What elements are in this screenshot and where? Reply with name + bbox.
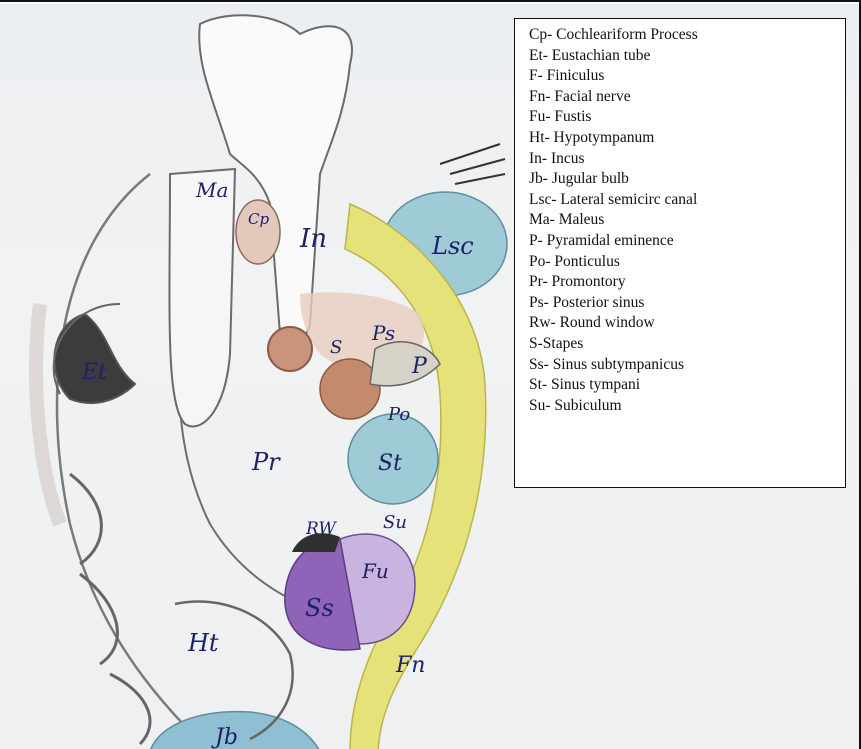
- label-po: Po: [387, 404, 410, 425]
- label-cp: Cp: [248, 210, 269, 228]
- legend-item: Po- Ponticulus: [529, 252, 845, 273]
- malleus-handle: [169, 169, 235, 426]
- label-et: Et: [81, 360, 107, 385]
- legend-item: Rw- Round window: [529, 313, 845, 334]
- legend-item: F- Finiculus: [529, 66, 845, 87]
- label-jb: Jb: [211, 725, 238, 749]
- legend-item: In- Incus: [529, 149, 845, 170]
- stapes: [268, 327, 312, 371]
- legend-item: Jb- Jugular bulb: [529, 169, 845, 190]
- label-fn: Fn: [395, 653, 425, 678]
- legend-item: Lsc- Lateral semicirc canal: [529, 190, 845, 211]
- label-rw: RW: [305, 519, 337, 539]
- legend-item: Fn- Facial nerve: [529, 87, 845, 108]
- label-in: In: [299, 224, 327, 254]
- legend-item: S-Stapes: [529, 334, 845, 355]
- legend-item: Cp- Cochleariform Process: [529, 25, 845, 46]
- hypotympanum-ridges: [70, 474, 150, 744]
- legend-item: St- Sinus tympani: [529, 375, 845, 396]
- label-st: St: [378, 451, 402, 476]
- label-ps: Ps: [371, 321, 395, 345]
- legend-item: Su- Subiculum: [529, 396, 845, 417]
- label-pr: Pr: [251, 448, 281, 476]
- legend-item: Ps- Posterior sinus: [529, 293, 845, 314]
- label-lsc: Lsc: [431, 232, 474, 260]
- legend-item: P- Pyramidal eminence: [529, 231, 845, 252]
- stapes-footplate: [320, 359, 380, 419]
- label-ht: Ht: [187, 629, 219, 657]
- label-s: S: [330, 337, 342, 358]
- label-p: P: [411, 354, 428, 379]
- legend-item: Fu- Fustis: [529, 107, 845, 128]
- label-ss: Ss: [305, 594, 334, 622]
- legend-item: Ht- Hypotympanum: [529, 128, 845, 149]
- legend-item: Ss- Sinus subtympanicus: [529, 355, 845, 376]
- legend-item: Et- Eustachian tube: [529, 46, 845, 67]
- lsc-fibers: [440, 144, 505, 184]
- legend-item: Pr- Promontory: [529, 272, 845, 293]
- label-su: Su: [383, 512, 407, 533]
- legend-item: Ma- Maleus: [529, 210, 845, 231]
- label-ma: Ma: [195, 178, 228, 202]
- eustachian-tube-opening: [54, 314, 135, 403]
- pyramidal-eminence: [370, 342, 440, 386]
- label-fu: Fu: [361, 559, 389, 583]
